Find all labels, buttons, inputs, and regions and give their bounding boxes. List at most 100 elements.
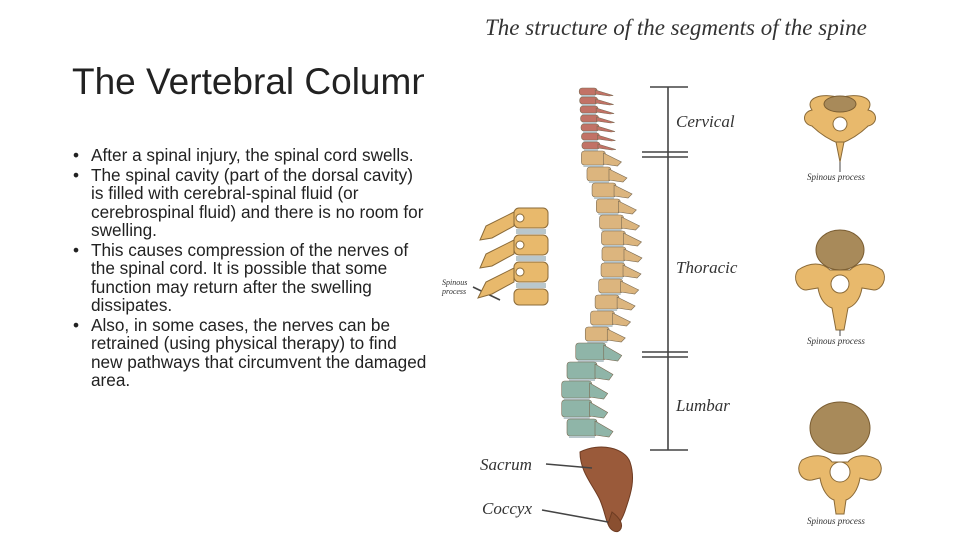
bullet-item: The spinal cavity (part of the dorsal ca…	[70, 165, 430, 240]
intervertebral-disc	[601, 229, 622, 231]
thoracic-vertebra-spinous	[623, 248, 643, 263]
label-spinous-left-2: process	[441, 287, 466, 296]
title-clip: The Vertebral Column	[72, 56, 424, 108]
label-cervical: Cervical	[676, 112, 735, 131]
spine-figure: The structure of the segments of the spi…	[430, 0, 960, 540]
intervertebral-disc	[598, 213, 619, 215]
thoracic-vertebra-spinous	[620, 280, 640, 295]
lumbar-vertebra-spinous	[589, 401, 609, 419]
thoracic-vertebra	[590, 310, 615, 326]
cervical-vertebra-spinous	[597, 134, 616, 142]
intervertebral-disc	[581, 104, 596, 106]
intervertebral-disc	[587, 341, 608, 343]
cervical-vertebra-spinous	[596, 116, 615, 124]
spine-column	[561, 87, 643, 438]
thoracic-vertebra	[594, 294, 620, 310]
intervertebral-disc	[582, 122, 597, 124]
cervical-vertebra-spinous	[596, 125, 616, 133]
label-thoracic: Thoracic	[676, 258, 738, 277]
thoracic-vertebra-spinous	[616, 296, 636, 311]
cervical-vertebra-view	[804, 95, 876, 172]
thoracic-vertebra-spinous	[621, 216, 641, 231]
intervertebral-disc	[583, 131, 598, 133]
thoracic-vertebra	[586, 166, 612, 182]
label-spinous-thoracic: Spinous process	[807, 336, 865, 346]
thoracic-vertebra-view	[795, 229, 885, 336]
lumbar-vertebra-spinous	[589, 382, 609, 400]
intervertebral-disc	[582, 113, 597, 115]
thoracic-vertebra	[601, 246, 627, 262]
page-title: The Vertebral Column	[72, 61, 424, 102]
cervical-vertebra	[579, 105, 599, 114]
lumbar-vertebra	[566, 418, 598, 437]
segment-brackets	[472, 86, 688, 523]
bullet-item: After a spinal injury, the spinal cord s…	[70, 146, 430, 165]
intervertebral-disc	[603, 277, 624, 279]
lumbar-vertebra-spinous	[594, 420, 614, 438]
thoracic-vertebra-spinous	[622, 264, 642, 279]
label-spinous-cervical: Spinous process	[807, 172, 865, 182]
thoracic-vertebra	[601, 230, 626, 246]
spine-diagram: The structure of the segments of the spi…	[441, 15, 885, 533]
intervertebral-disc	[577, 360, 604, 362]
lumbar-vertebra-view	[798, 401, 882, 515]
sacrum-shape	[579, 446, 633, 529]
figure-title: The structure of the segments of the spi…	[485, 15, 867, 40]
cervical-vertebra	[578, 87, 598, 96]
cervical-vertebra	[579, 96, 598, 105]
intervertebral-disc	[581, 95, 596, 97]
bullet-item: This causes compression of the nerves of…	[70, 240, 430, 315]
cervical-vertebra	[580, 123, 600, 132]
intervertebral-disc	[594, 197, 615, 199]
intervertebral-disc	[588, 181, 609, 183]
label-lumbar: Lumbar	[675, 396, 730, 415]
intervertebral-disc	[568, 379, 595, 381]
bullet-list: After a spinal injury, the spinal cord s…	[70, 146, 430, 391]
thoracic-vertebra-spinous	[613, 184, 633, 199]
thoracic-vertebra	[584, 326, 610, 342]
thoracic-vertebra-spinous	[606, 328, 626, 343]
coccyx-shape	[607, 511, 623, 533]
cervical-vertebra-spinous	[594, 89, 614, 97]
thoracic-vertebra-spinous	[608, 168, 628, 183]
intervertebral-disc	[583, 140, 598, 142]
label-spinous-lumbar: Spinous process	[807, 516, 865, 526]
label-spinous-left-1: Spinous	[442, 278, 467, 287]
lateral-vertebrae-inset	[477, 207, 549, 306]
lumbar-vertebra	[566, 361, 598, 380]
lumbar-vertebra	[561, 399, 593, 418]
lumbar-vertebra-spinous	[594, 363, 614, 381]
bullet-item: Also, in some cases, the nerves can be r…	[70, 315, 430, 390]
intervertebral-disc	[603, 245, 624, 247]
thoracic-vertebra-spinous	[612, 312, 632, 327]
thoracic-vertebra-spinous	[623, 232, 642, 247]
cervical-vertebra	[581, 141, 601, 150]
thoracic-vertebra	[598, 278, 623, 294]
thoracic-vertebra-spinous	[618, 200, 637, 215]
label-coccyx: Coccyx	[482, 499, 532, 518]
cervical-vertebra	[580, 114, 599, 123]
lumbar-vertebra	[561, 380, 593, 399]
thoracic-vertebra-spinous	[603, 152, 622, 167]
lumbar-vertebra-spinous	[603, 344, 623, 362]
thoracic-vertebra	[599, 214, 624, 230]
intervertebral-disc	[597, 309, 618, 311]
thoracic-vertebra	[581, 150, 606, 166]
cervical-vertebra-spinous	[597, 143, 617, 151]
lumbar-vertebra	[575, 342, 607, 361]
intervertebral-disc	[563, 417, 590, 419]
cervical-vertebra-spinous	[595, 98, 614, 106]
label-sacrum: Sacrum	[480, 455, 532, 474]
intervertebral-disc	[603, 261, 624, 263]
cervical-vertebra-spinous	[595, 107, 615, 115]
thoracic-vertebra	[596, 198, 621, 214]
intervertebral-disc	[568, 436, 595, 438]
intervertebral-disc	[600, 293, 621, 295]
cervical-vertebra	[581, 132, 600, 141]
thoracic-vertebra	[600, 262, 626, 278]
intervertebral-disc	[592, 325, 613, 327]
intervertebral-disc	[583, 149, 598, 151]
thoracic-vertebra	[591, 182, 617, 198]
intervertebral-disc	[563, 398, 590, 400]
intervertebral-disc	[583, 165, 604, 167]
